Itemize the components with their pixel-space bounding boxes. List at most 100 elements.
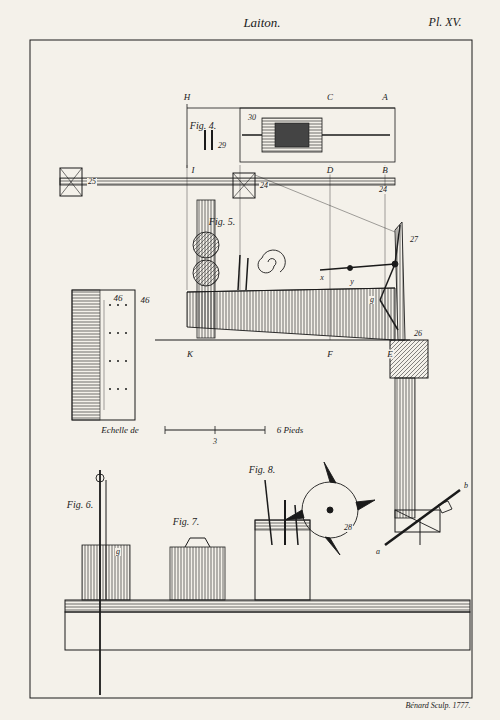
fig8-stick bbox=[265, 480, 272, 545]
fig7-pot bbox=[170, 547, 225, 600]
roller-disc bbox=[193, 260, 219, 286]
beam-box-cross bbox=[60, 168, 82, 196]
callout-number: 29 bbox=[217, 142, 227, 150]
scale-label: Echelle de bbox=[101, 426, 139, 435]
callout-number: 27 bbox=[409, 236, 419, 244]
reference-letter: B bbox=[381, 166, 389, 175]
lever bbox=[385, 490, 460, 545]
fig7-handle bbox=[205, 538, 210, 547]
reference-letter: D bbox=[326, 166, 335, 175]
wheel-spike bbox=[325, 537, 340, 555]
roller-housing bbox=[262, 118, 322, 152]
spindle-eye bbox=[96, 474, 104, 482]
rivet-dot bbox=[117, 304, 119, 306]
rivet-dot bbox=[125, 360, 127, 362]
tank-stake bbox=[246, 258, 248, 290]
tank-rim bbox=[187, 288, 395, 292]
callout-number: 24 bbox=[378, 186, 388, 194]
post-foot bbox=[395, 510, 440, 532]
rivet-dot bbox=[109, 360, 111, 362]
lever-cam bbox=[438, 501, 452, 513]
callout-number: 26 bbox=[413, 330, 423, 338]
callout-number: 25 bbox=[87, 178, 97, 186]
scale-number: 3 bbox=[213, 438, 217, 446]
rivet-dot bbox=[109, 332, 111, 334]
plan-axle bbox=[242, 134, 262, 136]
bench-front bbox=[65, 612, 470, 650]
figure-label: Fig. 7. bbox=[173, 517, 199, 527]
rivet-dot bbox=[125, 332, 127, 334]
spindle bbox=[99, 470, 101, 695]
fig8-pot bbox=[255, 520, 310, 600]
post-shaft bbox=[395, 378, 415, 518]
beam bbox=[60, 178, 395, 185]
callout-number: 46 bbox=[140, 296, 151, 305]
reference-letter: A bbox=[381, 93, 389, 102]
fig8-stick bbox=[284, 500, 286, 545]
rivet-dot bbox=[109, 388, 111, 390]
ground-line bbox=[155, 340, 410, 341]
rivet-dot bbox=[117, 332, 119, 334]
plan-left-line bbox=[187, 104, 188, 168]
roller-disc bbox=[193, 232, 219, 258]
reference-letter: x bbox=[319, 274, 325, 282]
rivet-dot bbox=[117, 360, 119, 362]
reference-letter: C bbox=[326, 93, 334, 102]
plate-frame bbox=[30, 40, 472, 698]
scale-label: 6 Pieds bbox=[277, 426, 304, 435]
board-46 bbox=[72, 290, 135, 420]
beam-end-left bbox=[60, 168, 82, 196]
reference-letter: E bbox=[386, 350, 394, 359]
beam-box-cross bbox=[60, 168, 82, 196]
reference-letter: y bbox=[349, 278, 355, 286]
engraver-signature: Bénard Sculp. 1777. bbox=[405, 702, 470, 710]
arm-post bbox=[395, 222, 405, 340]
scale-tick bbox=[265, 426, 266, 434]
reference-letter: F bbox=[326, 350, 334, 359]
pivot bbox=[348, 266, 353, 271]
beam-box-cross bbox=[233, 173, 255, 198]
reference-letter: b bbox=[463, 482, 469, 490]
wheel-spike bbox=[356, 500, 375, 510]
roller bbox=[275, 123, 309, 147]
plan-top-line bbox=[187, 108, 395, 109]
figure-label: Fig. 8. bbox=[249, 465, 275, 475]
mechanism-rod bbox=[320, 264, 395, 270]
spiral-ornament bbox=[258, 250, 285, 273]
reference-letter: g bbox=[369, 296, 375, 304]
scale-tick bbox=[215, 426, 216, 434]
fig7-handle bbox=[185, 538, 190, 547]
reference-letter: K bbox=[186, 350, 194, 359]
callout-number: 28 bbox=[343, 524, 353, 532]
reference-letter: g bbox=[115, 548, 121, 556]
plate-title: Laiton. bbox=[243, 16, 280, 29]
rivet-dot bbox=[125, 388, 127, 390]
figure-label: Fig. 4. bbox=[190, 121, 216, 131]
projection-line bbox=[255, 175, 395, 232]
wheel-spike bbox=[285, 510, 304, 520]
wheel-hub bbox=[327, 507, 333, 513]
rivet-dot bbox=[109, 304, 111, 306]
projection-line bbox=[187, 165, 188, 290]
beam-end-mid bbox=[233, 173, 255, 198]
spiked-wheel bbox=[302, 482, 358, 538]
rivet-dot bbox=[117, 388, 119, 390]
callout-number: 24 bbox=[259, 182, 269, 190]
fig8-pot-band bbox=[255, 520, 310, 530]
board-46-dark bbox=[72, 290, 100, 420]
callout-number: 30 bbox=[247, 114, 257, 122]
bench-top bbox=[65, 600, 470, 612]
rivet-dot bbox=[125, 304, 127, 306]
reference-letter: a bbox=[375, 548, 381, 556]
reference-letter: I bbox=[191, 166, 196, 175]
figure-label: Fig. 5. bbox=[209, 217, 235, 227]
wheel-spike bbox=[324, 462, 336, 483]
figure-label: Fig. 6. bbox=[67, 500, 93, 510]
board-rivets bbox=[104, 300, 105, 410]
plan-axle bbox=[322, 134, 390, 136]
tank-stake bbox=[238, 255, 240, 290]
scale-tick bbox=[165, 426, 166, 434]
post-corner bbox=[395, 510, 440, 532]
beam-box-cross bbox=[233, 173, 255, 198]
fig8-stick bbox=[295, 505, 298, 545]
